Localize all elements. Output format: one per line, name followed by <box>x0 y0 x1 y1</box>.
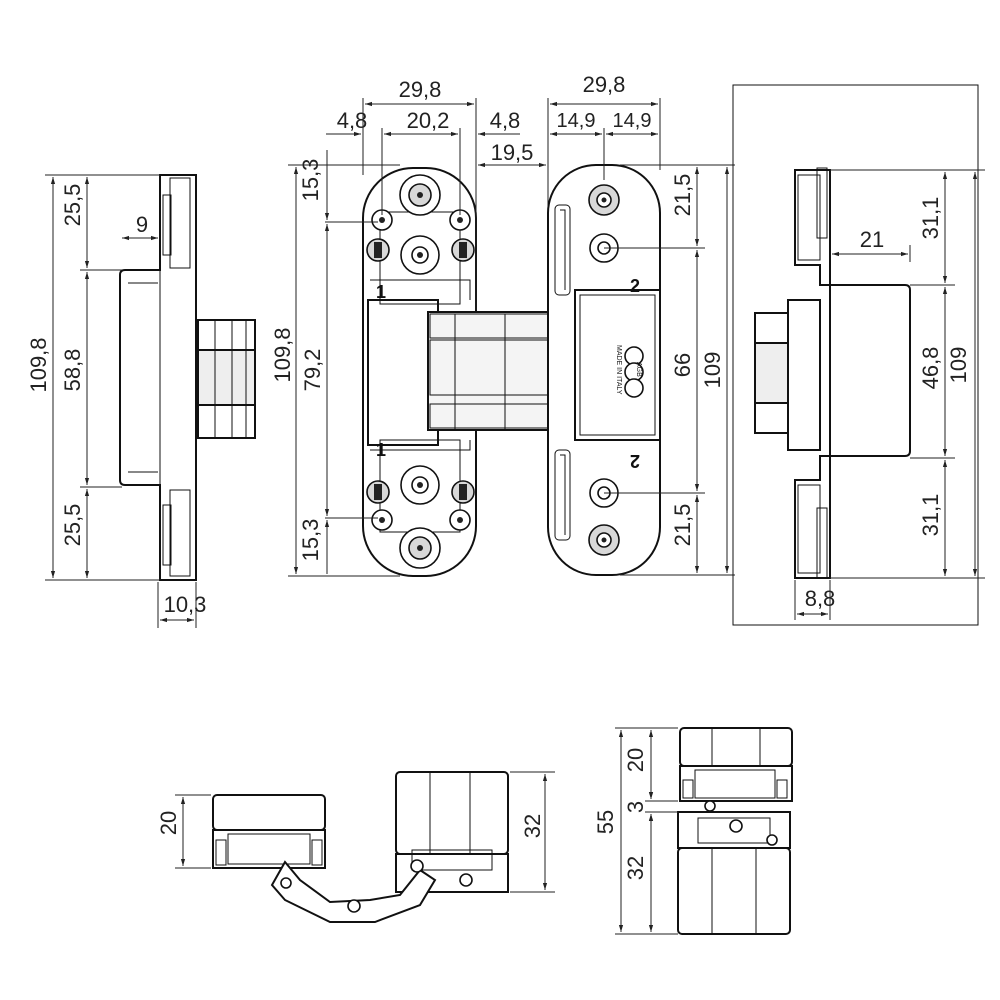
left-side-view <box>119 174 256 581</box>
dim-bottom-right-bottom: 32 <box>623 856 648 880</box>
dim-left-width: 10,3 <box>164 592 207 617</box>
dim-front-right-top: 21,5 <box>670 174 695 217</box>
dim-front-left-right-offset: 4,8 <box>490 108 521 133</box>
part-1-top-label: 1 <box>376 282 386 302</box>
dim-left-bottom: 25,5 <box>60 504 85 547</box>
made-in-label: MADE IN ITALY <box>615 345 622 395</box>
dim-left-middle: 58,8 <box>60 349 85 392</box>
bottom-right-dims: 55 20 3 32 <box>593 727 678 935</box>
bottom-left-open-view <box>212 771 509 923</box>
dim-right-middle: 46,8 <box>918 347 943 390</box>
dim-bottom-right-total: 55 <box>593 810 618 834</box>
front-right-dims: 29,8 14,9 14,9 21,5 66 109 21,5 <box>547 72 735 576</box>
bottom-right-closed-view <box>677 727 793 935</box>
dim-front-left-height: 109,8 <box>270 327 295 382</box>
dim-right-top: 31,1 <box>918 197 943 240</box>
dim-front-left-left-offset: 4,8 <box>337 108 368 133</box>
front-right-hinge-view: 2 2 AGB MADE IN ITALY <box>547 164 661 576</box>
dim-front-right-half-right: 14,9 <box>613 110 652 132</box>
brand-label: AGB <box>635 362 642 377</box>
dim-front-right-middle: 66 <box>670 353 695 377</box>
dim-left-height: 109,8 <box>26 337 51 392</box>
bottom-left-dims: 20 32 <box>156 771 555 893</box>
dim-front-left-overall-width: 29,8 <box>399 77 442 102</box>
dim-front-right-half-left: 14,9 <box>557 110 596 132</box>
dim-front-right-height: 109 <box>700 352 725 389</box>
left-view-dims: 25,5 9 109,8 58,8 25,5 10,3 <box>26 174 207 628</box>
dim-right-bottom: 31,1 <box>918 494 943 537</box>
dim-right-depth: 21 <box>860 227 884 252</box>
dim-right-height: 109 <box>946 347 971 384</box>
dim-front-left-gap: 19,5 <box>491 140 534 165</box>
dim-front-left-top: 15,3 <box>298 159 323 202</box>
dim-right-width: 8,8 <box>805 586 836 611</box>
right-view-dims: 31,1 21 46,8 109 31,1 8,8 <box>794 169 985 620</box>
dim-bottom-right-gap: 3 <box>623 801 648 813</box>
dim-front-left-bottom: 15,3 <box>298 519 323 562</box>
part-2-bottom-label: 2 <box>630 451 640 471</box>
dim-front-right-overall-width: 29,8 <box>583 72 626 97</box>
dim-left-depth: 9 <box>136 212 148 237</box>
front-left-dims: 29,8 4,8 20,2 4,8 19,5 15,3 109,8 79,2 1… <box>270 77 549 577</box>
dim-bottom-right-top: 20 <box>623 748 648 772</box>
part-2-top-label: 2 <box>630 276 640 296</box>
dim-left-top: 25,5 <box>60 184 85 227</box>
dim-bottom-left-height-left: 20 <box>156 811 181 835</box>
dim-front-right-bottom: 21,5 <box>670 504 695 547</box>
right-side-view <box>732 84 979 626</box>
dim-bottom-left-height-right: 32 <box>520 814 545 838</box>
dim-front-left-screw-span: 79,2 <box>300 349 325 392</box>
dim-front-left-inner: 20,2 <box>407 108 450 133</box>
part-1-bottom-label: 1 <box>376 440 386 460</box>
